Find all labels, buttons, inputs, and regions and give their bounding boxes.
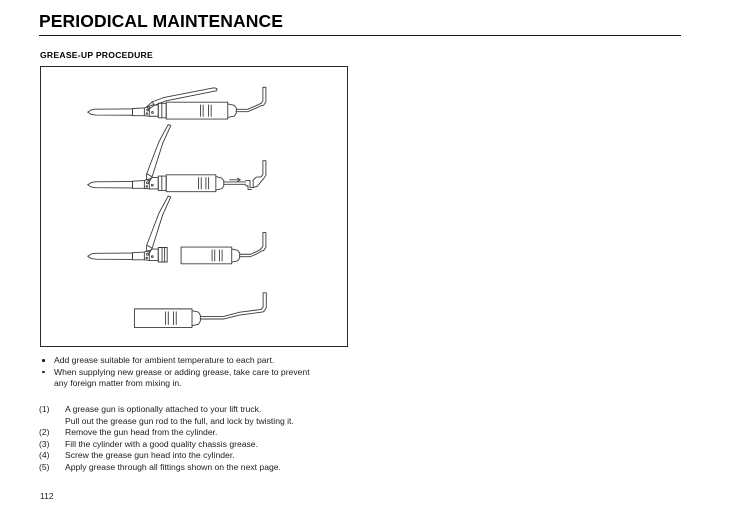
note-line: Add grease suitable for ambient temperat… bbox=[54, 355, 275, 365]
procedure-step: (4) Screw the grease gun head into the c… bbox=[39, 450, 389, 462]
page-number: 112 bbox=[40, 491, 54, 501]
step-text: Apply grease through all fittings shown … bbox=[65, 461, 281, 472]
step-number: (3) bbox=[39, 438, 50, 449]
procedure-step: (5) Apply grease through all fittings sh… bbox=[39, 462, 389, 474]
list-item: Add grease suitable for ambient temperat… bbox=[40, 355, 370, 367]
step-number: (1) bbox=[39, 404, 50, 414]
procedure-step: (2) Remove the gun head from the cylinde… bbox=[39, 427, 389, 439]
grease-gun-figure bbox=[40, 66, 348, 347]
notes-list: Add grease suitable for ambient temperat… bbox=[40, 355, 370, 390]
step-text: Fill the cylinder with a good quality ch… bbox=[65, 438, 258, 449]
note-line-continued: any foreign matter from mixing in. bbox=[54, 378, 182, 389]
title-divider bbox=[39, 35, 681, 36]
step-number: (5) bbox=[39, 461, 50, 472]
step-text-continued: Pull out the grease gun rod to the full,… bbox=[65, 415, 294, 426]
step-text: A grease gun is optionally attached to y… bbox=[65, 404, 262, 414]
list-item: When supplying new grease or adding grea… bbox=[40, 367, 370, 390]
procedure-step: (3) Fill the cylinder with a good qualit… bbox=[39, 439, 389, 451]
bullet-icon bbox=[42, 359, 45, 362]
procedure-list: (1) A grease gun is optionally attached … bbox=[39, 404, 389, 474]
figure-panel-assembled bbox=[87, 86, 267, 120]
step-number: (4) bbox=[39, 450, 50, 461]
step-text: Remove the gun head from the cylinder. bbox=[65, 427, 218, 438]
note-line: When supplying new grease or adding grea… bbox=[54, 366, 310, 377]
bullet-icon bbox=[42, 370, 45, 374]
section-title: GREASE-UP PROCEDURE bbox=[40, 50, 153, 60]
figure-panel-cylinder bbox=[133, 292, 267, 328]
figure-panel-head-removed bbox=[87, 195, 267, 265]
step-number: (2) bbox=[39, 427, 50, 438]
figure-panel-rod-extended bbox=[87, 124, 267, 193]
procedure-step: (1) A grease gun is optionally attached … bbox=[39, 404, 389, 427]
page-title: PERIODICAL MAINTENANCE bbox=[39, 11, 283, 31]
step-text: Screw the grease gun head into the cylin… bbox=[65, 450, 235, 461]
